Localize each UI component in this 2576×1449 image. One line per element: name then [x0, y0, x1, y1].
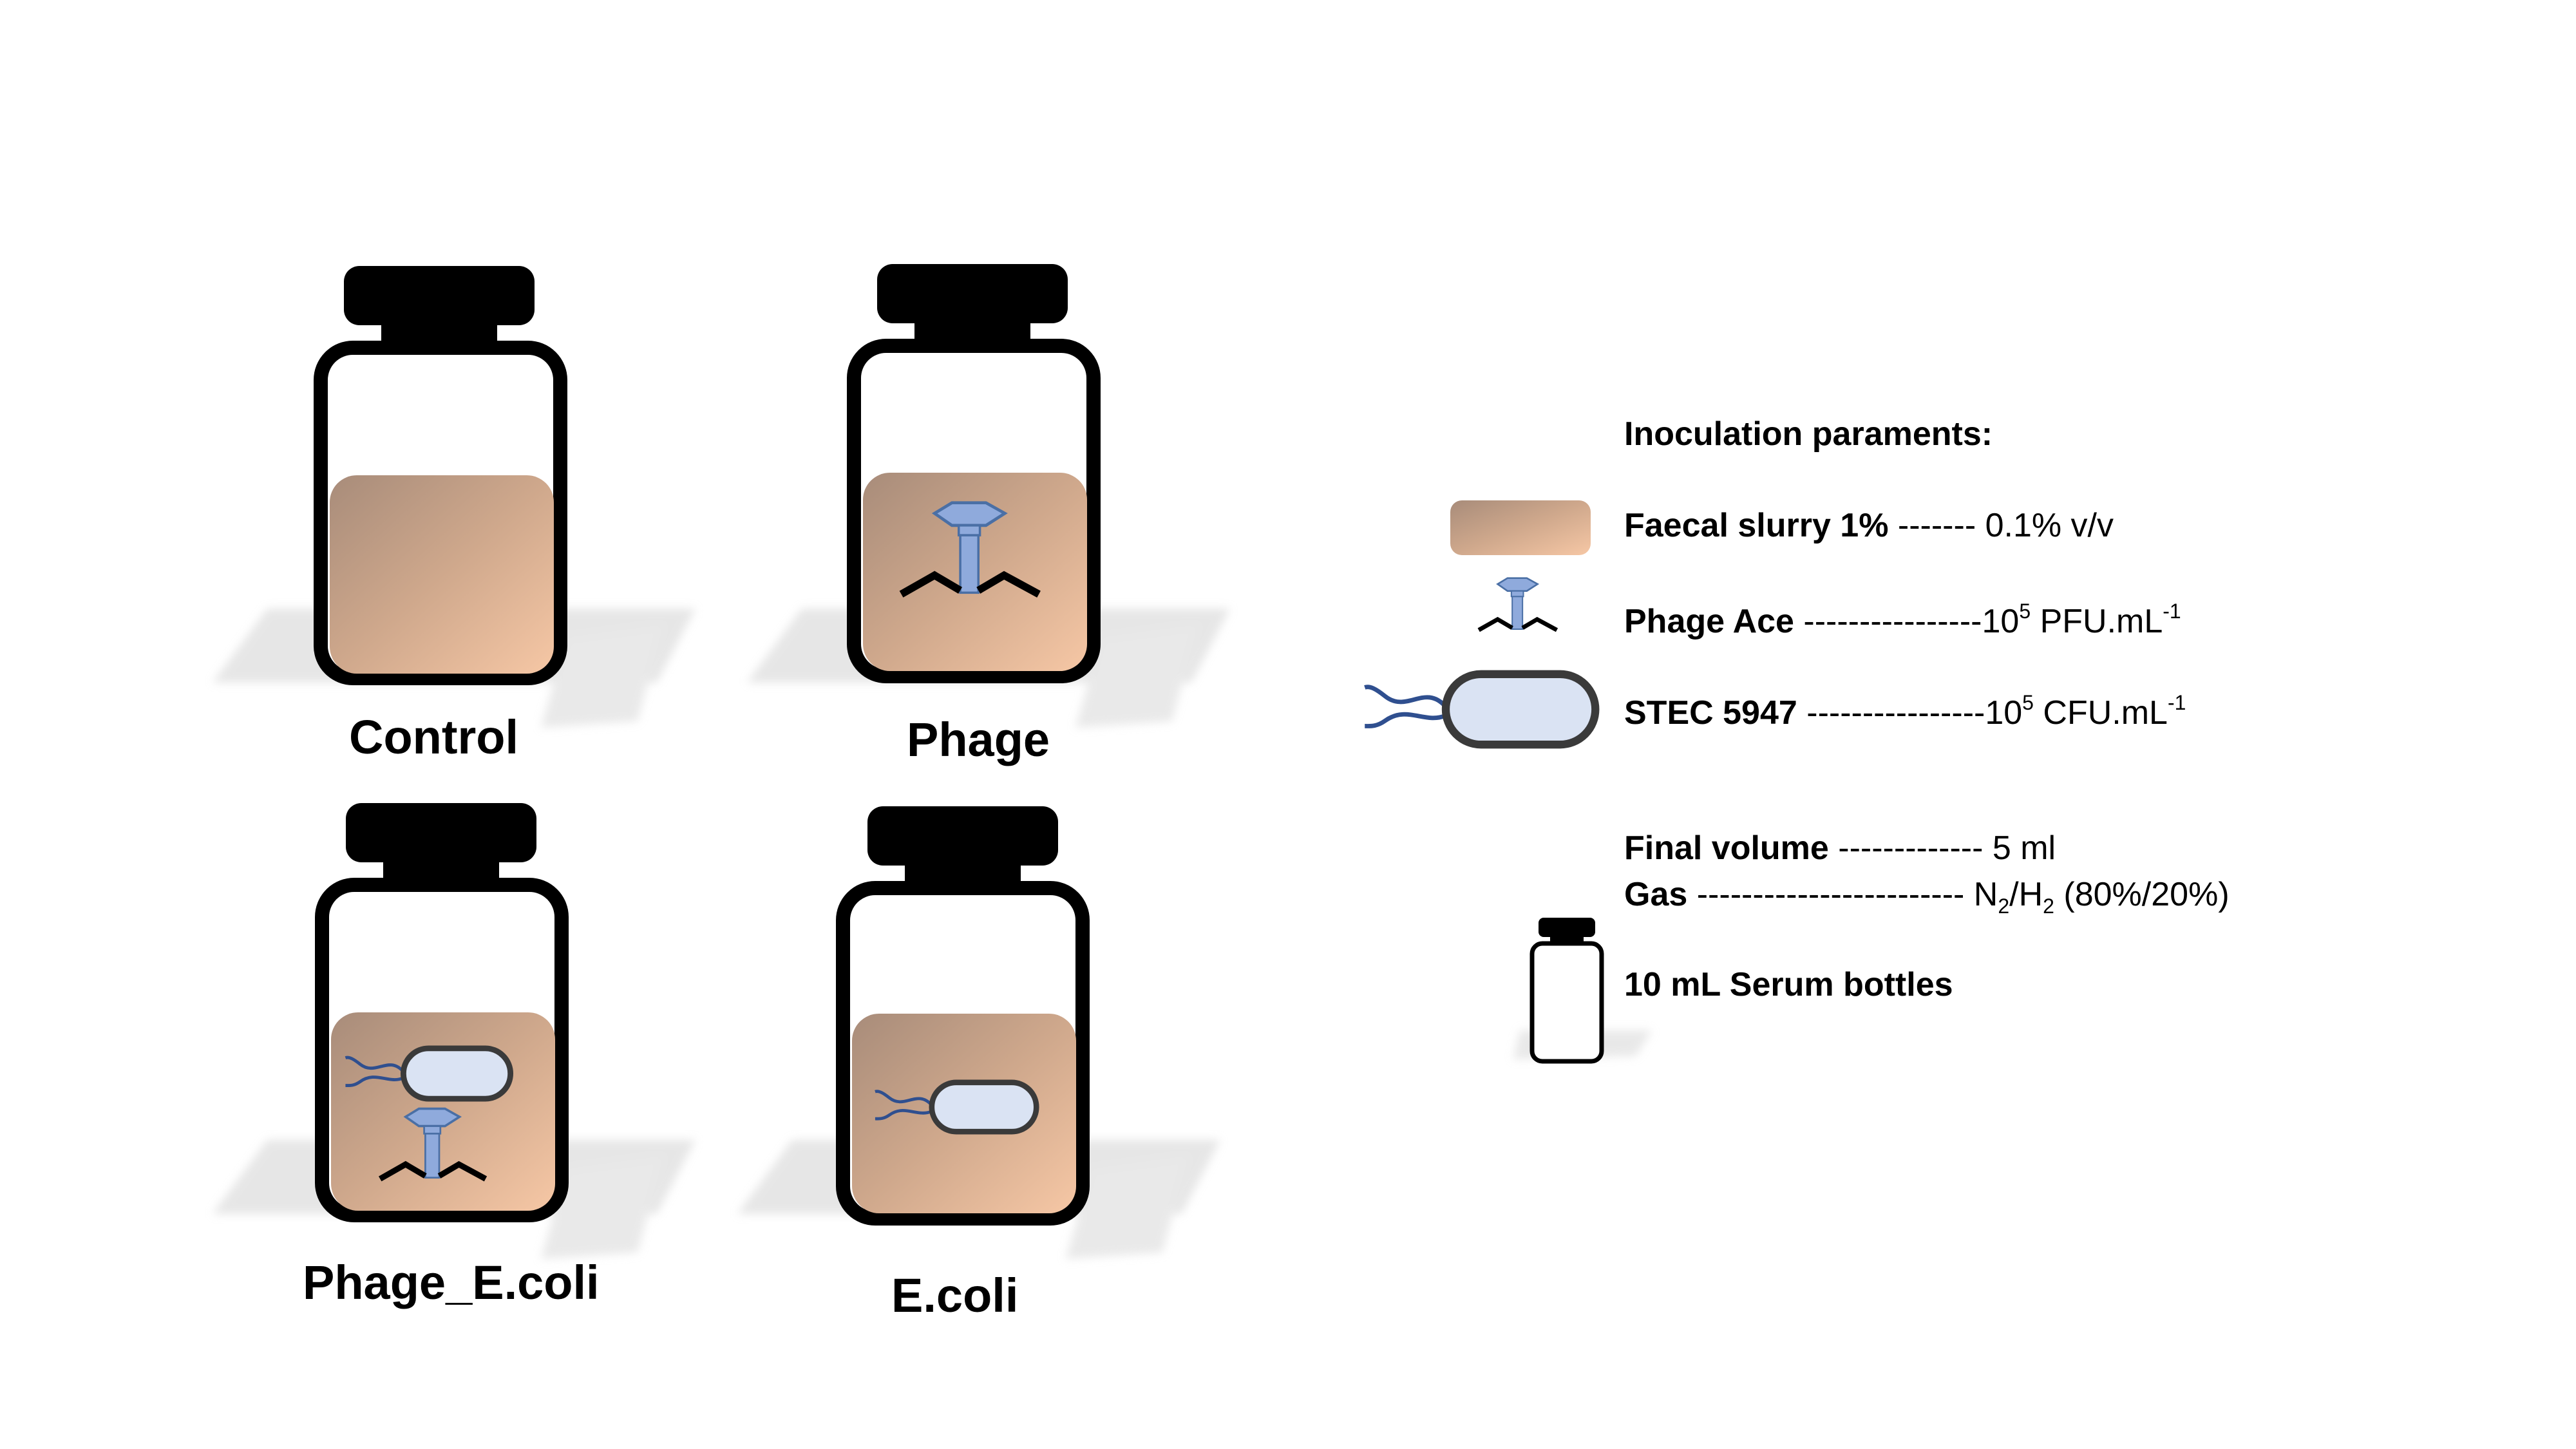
legend-phage-name: Phage Ace [1624, 603, 1794, 640]
legend-serum-bottle-icon [1513, 918, 1652, 1064]
legend-row-phage: Phage Ace ----------------105 PFU.mL-1 [1624, 601, 2181, 638]
legend-gas-slash: /H [2009, 876, 2043, 913]
legend-phage-unit-exp: -1 [2163, 600, 2181, 623]
legend-bacterium-icon [1365, 674, 1595, 744]
legend-phage-dashes: ---------------- [1794, 603, 1982, 640]
legend-phage-unit: PFU.mL [2031, 603, 2163, 640]
bottle-cap [867, 806, 1058, 866]
legend-phage-base: 10 [1982, 603, 2020, 640]
legend-row-gas: Gas ------------------------ N2/H2 (80%/… [1624, 878, 2230, 916]
legend-slurry-swatch [1450, 500, 1591, 555]
legend-bottle-type: 10 mL Serum bottles [1624, 966, 1953, 1003]
bottle-label-control: Control [349, 710, 519, 764]
faecal-slurry [330, 475, 554, 674]
bottle-phage-ecoli [213, 803, 696, 1259]
bottle-ecoli [737, 806, 1220, 1259]
bottle-cap [344, 266, 535, 325]
legend-volume-name: Final volume [1624, 829, 1829, 867]
legend-row-stec: STEC 5947 ----------------105 CFU.mL-1 [1624, 692, 2186, 730]
legend-gas-h-sub: 2 [2043, 895, 2054, 918]
legend-stec-exp: 5 [2022, 691, 2034, 714]
legend-phage-icon [1479, 578, 1557, 630]
legend-slurry-value: 0.1% v/v [1985, 507, 2114, 544]
legend-gas-dashes: ------------------------ [1687, 876, 1974, 913]
legend-stec-base: 10 [1985, 694, 2023, 732]
legend-volume-value: 5 ml [1992, 829, 2056, 867]
bottle-label-phage: Phage [907, 713, 1050, 766]
legend-title-text: Inoculation paraments: [1624, 415, 1993, 453]
legend-stec-name: STEC 5947 [1624, 694, 1797, 732]
legend-row-slurry: Faecal slurry 1% ------- 0.1% v/v [1624, 509, 2114, 542]
legend-slurry-name: Faecal slurry 1% [1624, 507, 1889, 544]
bottle-cap [346, 803, 536, 862]
legend-stec-unit-exp: -1 [2167, 691, 2186, 714]
bottle-control [213, 266, 696, 728]
legend-stec-dashes: ---------------- [1797, 694, 1985, 732]
legend-phage-exp: 5 [2019, 600, 2031, 623]
legend-row-bottle-type: 10 mL Serum bottles [1624, 968, 1953, 1001]
legend-stec-unit: CFU.mL [2033, 694, 2168, 732]
bottle-label-ecoli: E.coli [891, 1269, 1019, 1322]
legend-gas-n-sub: 2 [1998, 895, 2010, 918]
legend-gas-name: Gas [1624, 876, 1688, 913]
legend-row-volume: Final volume ------------- 5 ml [1624, 831, 2056, 865]
bottle-cap [877, 264, 1068, 323]
bottle-label-phage-ecoli: Phage_E.coli [303, 1256, 600, 1309]
legend-slurry-dashes: ------- [1888, 507, 1985, 544]
legend-gas-ratio: (80%/20%) [2054, 876, 2230, 913]
legend-gas-n: N [1973, 876, 1998, 913]
legend-title: Inoculation paraments: [1624, 417, 1993, 451]
legend-volume-dashes: ------------- [1828, 829, 1993, 867]
bottle-phage [747, 264, 1230, 728]
